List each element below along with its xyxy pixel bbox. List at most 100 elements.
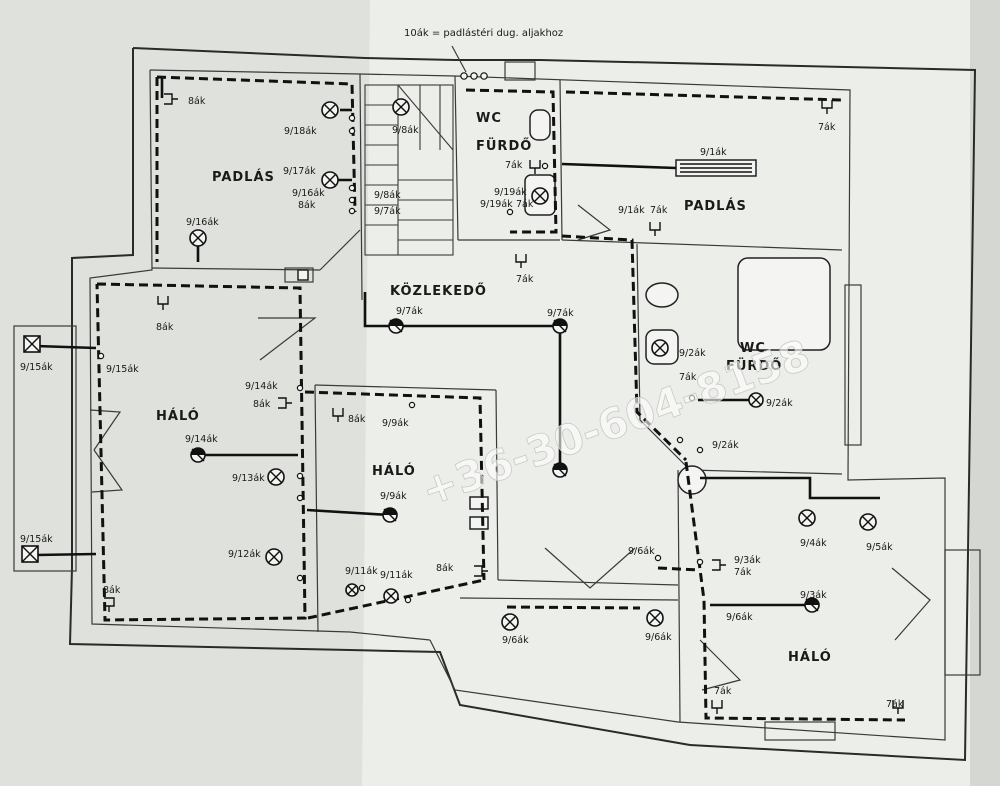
main-lamp-icon bbox=[382, 507, 398, 523]
circuit-label: 9/13ák bbox=[232, 473, 265, 484]
paper-fold-shadow bbox=[0, 0, 370, 786]
switch-icon bbox=[480, 72, 488, 80]
circuit-label: 9/5ák bbox=[866, 542, 893, 553]
switch-icon bbox=[348, 207, 356, 215]
lamp-icon bbox=[321, 171, 339, 189]
lamp-icon bbox=[267, 468, 285, 486]
socket-icon bbox=[515, 254, 527, 268]
lamp-icon bbox=[345, 583, 359, 597]
circuit-label: 9/14ák bbox=[185, 434, 218, 445]
room-label-halo-left: HÁLÓ bbox=[156, 408, 200, 424]
socket-icon bbox=[474, 565, 488, 577]
circuit-label: 9/19ák bbox=[480, 199, 513, 210]
lamps-filled bbox=[190, 318, 820, 613]
circuit-label: 9/15ák bbox=[20, 534, 53, 545]
socket-icon bbox=[332, 408, 344, 422]
room-label-furdo-top: FÜRDŐ bbox=[476, 138, 532, 154]
socket-icon bbox=[278, 397, 292, 409]
circuit-label: 8ák bbox=[348, 414, 366, 425]
circuit-label: 7ák bbox=[679, 372, 697, 383]
lamp-icon bbox=[265, 548, 283, 566]
staircase bbox=[364, 84, 454, 256]
room-label-halo-mid: HÁLÓ bbox=[372, 463, 416, 479]
lamp-icon bbox=[383, 588, 399, 604]
switch-icon bbox=[97, 352, 105, 360]
room-label-wc-top: WC bbox=[476, 111, 502, 126]
main-lamp-icon bbox=[388, 318, 404, 334]
circuit-label: 8ák bbox=[156, 322, 174, 333]
circuit-label: 9/11ák bbox=[345, 566, 378, 577]
circuit-label: 9/9ák bbox=[380, 491, 407, 502]
switch-icon bbox=[296, 574, 304, 582]
lamp-icon bbox=[651, 339, 669, 357]
circuit-label: 9/2ák bbox=[679, 348, 706, 359]
circuit-label: 9/1ák bbox=[618, 205, 645, 216]
circuit-label: 9/8ák bbox=[392, 125, 419, 136]
circuit-label: 7ák bbox=[886, 699, 904, 710]
circuit-label: 9/12ák bbox=[228, 549, 261, 560]
switch-icon bbox=[460, 72, 468, 80]
switch-icon bbox=[296, 494, 304, 502]
walls bbox=[13, 47, 981, 762]
switch-icon bbox=[696, 446, 704, 454]
circuit-label: 9/9ák bbox=[382, 418, 409, 429]
main-lamp-icon bbox=[804, 597, 820, 613]
switch-icon bbox=[358, 584, 366, 592]
switch-runs bbox=[35, 77, 880, 607]
socket-icon bbox=[711, 700, 723, 714]
circuit-label: 9/7ák bbox=[396, 306, 423, 317]
circuit-label: 9/8ák bbox=[374, 190, 401, 201]
room-label-wc-right: WC bbox=[740, 341, 766, 356]
switch-icon bbox=[348, 196, 356, 204]
circuit-label: 7ák bbox=[516, 199, 534, 210]
lamps-outlined bbox=[189, 98, 877, 631]
circuit-label: 9/19ák bbox=[494, 187, 527, 198]
lamp-icon bbox=[748, 392, 764, 408]
header-note: 10ák = padlástéri dug. aljakhoz bbox=[404, 27, 563, 39]
room-label-furdo-right: FÜRDŐ bbox=[726, 358, 782, 374]
circuit-label: 8ák bbox=[103, 585, 121, 596]
circuit-label: 7ák bbox=[505, 160, 523, 171]
lamp-icon bbox=[392, 98, 410, 116]
circuit-label: 9/6ák bbox=[645, 632, 672, 643]
wall-lamp-icon bbox=[21, 545, 39, 563]
socket-icon bbox=[649, 222, 661, 236]
circuit-label: 9/11ák bbox=[380, 570, 413, 581]
switches bbox=[97, 72, 704, 604]
circuit-label: 9/15ák bbox=[20, 362, 53, 373]
switch-icon bbox=[296, 472, 304, 480]
wall-lamp-icon bbox=[23, 335, 41, 353]
circuit-label: 7ák bbox=[714, 686, 732, 697]
circuit-label: 8ák bbox=[298, 200, 316, 211]
switch-icon bbox=[348, 184, 356, 192]
socket-icon bbox=[821, 100, 833, 114]
circuit-label: 9/2ák bbox=[766, 398, 793, 409]
switch-icon bbox=[688, 394, 696, 402]
lamp-icon bbox=[531, 187, 549, 205]
switch-icon bbox=[654, 554, 662, 562]
socket-icon bbox=[164, 93, 178, 105]
circuit-label: 9/15ák bbox=[106, 364, 139, 375]
lamp-icon bbox=[859, 513, 877, 531]
circuit-label: 9/14ák bbox=[245, 381, 278, 392]
main-lamp-icon bbox=[552, 462, 568, 478]
circuit-label: 7ák bbox=[734, 567, 752, 578]
socket-icon bbox=[157, 296, 169, 310]
switch-icon bbox=[348, 127, 356, 135]
circuit-label: 9/6ák bbox=[502, 635, 529, 646]
circuit-label: 9/4ák bbox=[800, 538, 827, 549]
socket-icon bbox=[712, 559, 726, 571]
switch-icon bbox=[348, 114, 356, 122]
circuit-label: 7ák bbox=[818, 122, 836, 133]
circuit-label: 9/18ák bbox=[284, 126, 317, 137]
switch-icon bbox=[696, 558, 704, 566]
circuit-label: 8ák bbox=[188, 96, 206, 107]
balcony-lamps bbox=[21, 335, 41, 563]
sockets bbox=[104, 93, 904, 714]
socket-icon bbox=[104, 597, 115, 612]
room-label-halo-right: HÁLÓ bbox=[788, 649, 832, 665]
room-label-padlas-right: PADLÁS bbox=[684, 198, 747, 214]
circuit-label: 7ák bbox=[650, 205, 668, 216]
lamp-icon bbox=[321, 101, 339, 119]
